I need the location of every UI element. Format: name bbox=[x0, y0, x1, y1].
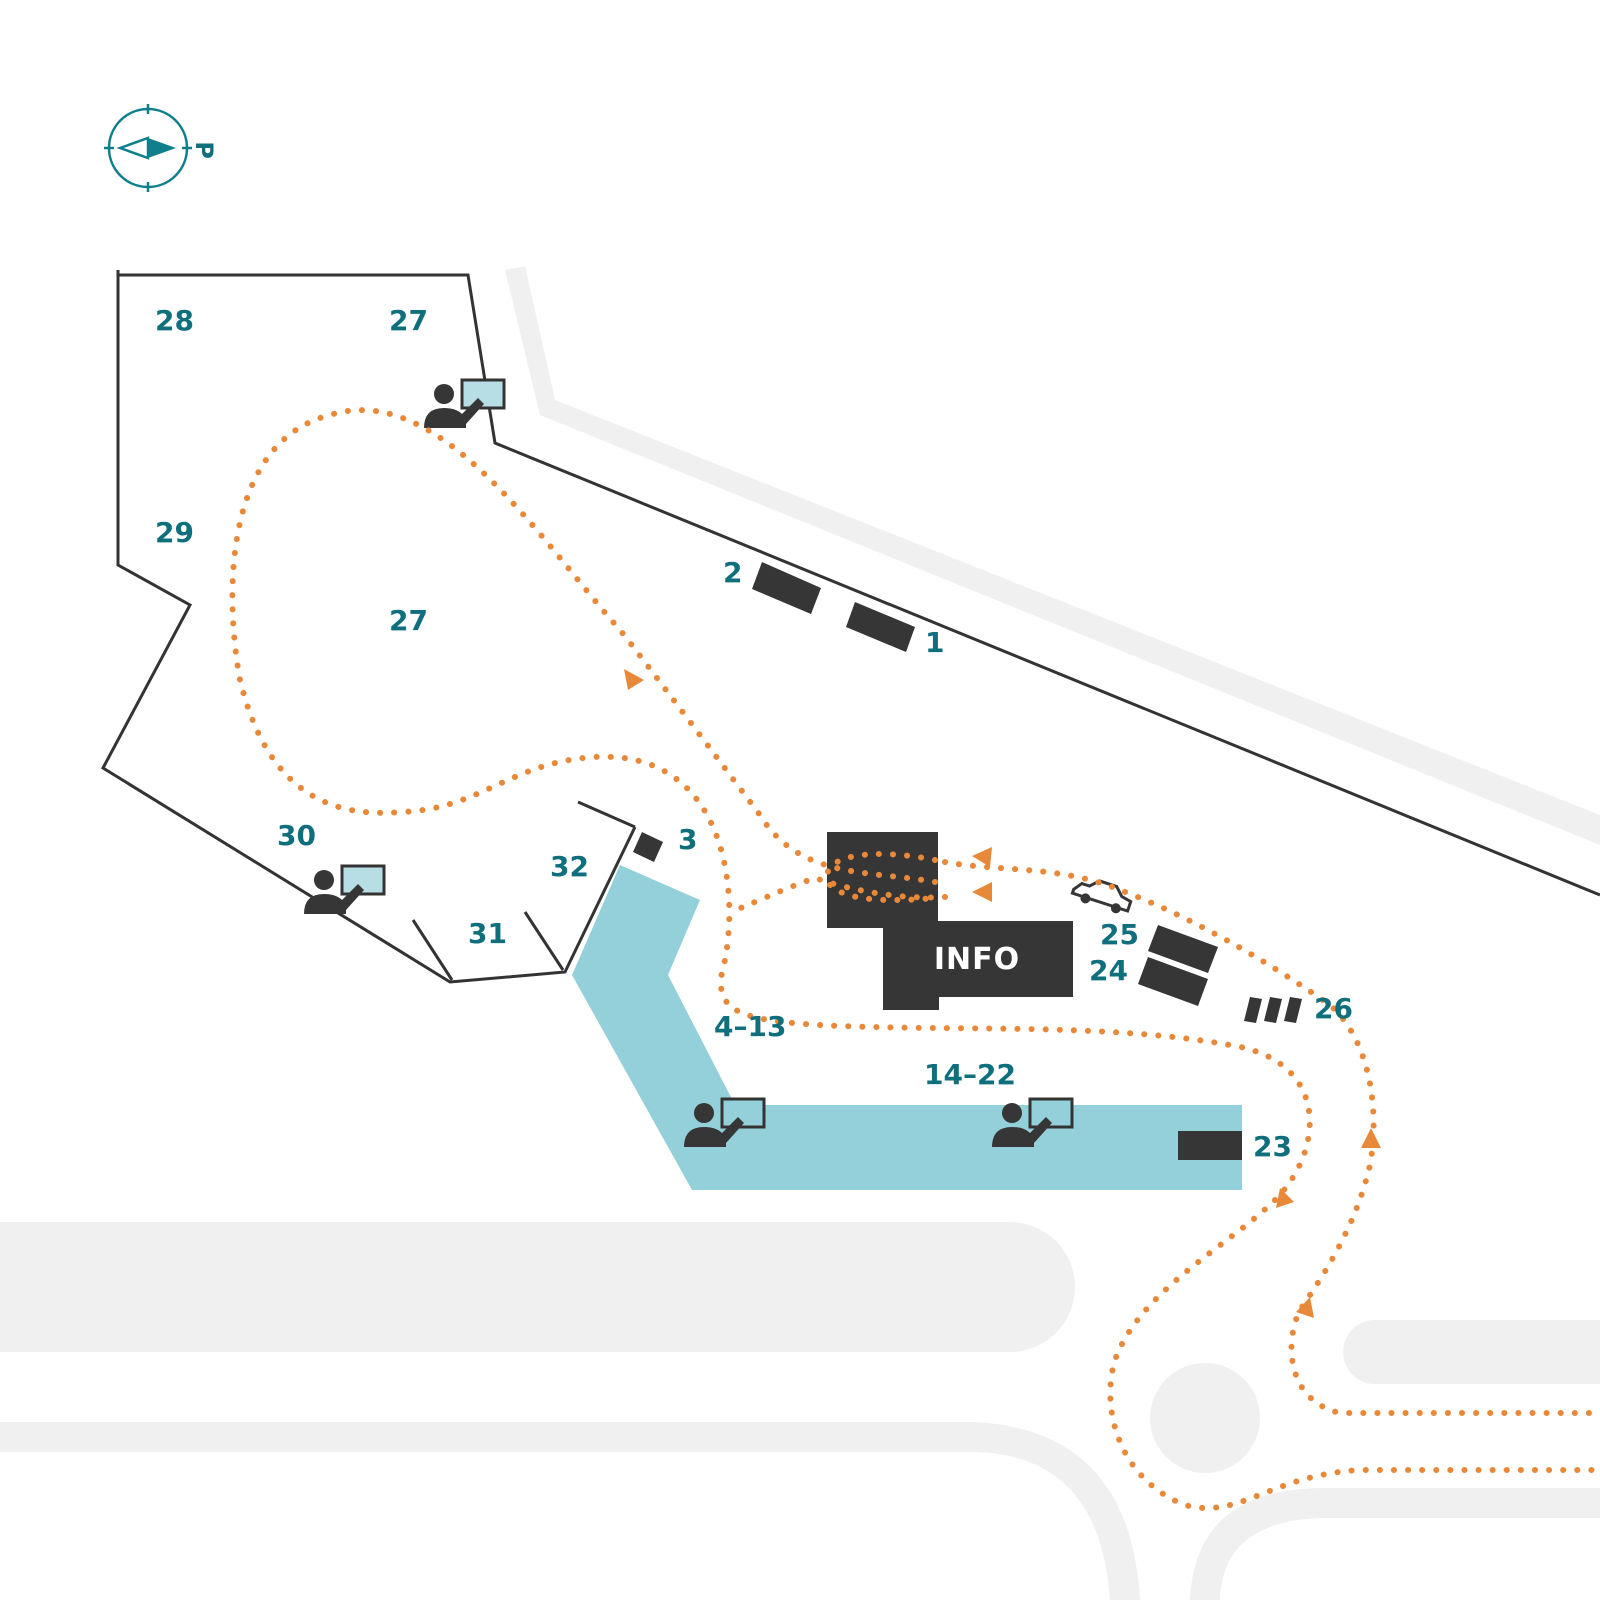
route-info-east bbox=[942, 859, 1600, 1416]
person-at-screen-icon bbox=[302, 864, 386, 916]
block-25 bbox=[1148, 925, 1218, 973]
route-arrow-icon bbox=[972, 847, 992, 867]
block-26b bbox=[1264, 997, 1282, 1023]
route-arrow-icon bbox=[972, 882, 992, 902]
route-arrows bbox=[624, 669, 1381, 1318]
compass-icon bbox=[104, 104, 192, 192]
label-24: 24 bbox=[1089, 954, 1128, 987]
outline-top bbox=[118, 273, 1600, 897]
label-29: 29 bbox=[155, 516, 194, 549]
label-27-mid: 27 bbox=[389, 604, 428, 637]
label-32: 32 bbox=[550, 850, 589, 883]
route-arrow-icon bbox=[1276, 1188, 1294, 1208]
block-2 bbox=[752, 562, 821, 614]
block-3 bbox=[633, 832, 663, 862]
outline-32-wall bbox=[577, 800, 636, 829]
block-23 bbox=[1178, 1131, 1242, 1160]
label-23: 23 bbox=[1253, 1130, 1292, 1163]
area-outline bbox=[101, 270, 1600, 984]
wall-31-left bbox=[411, 919, 454, 981]
label-14-22: 14–22 bbox=[924, 1058, 1016, 1091]
block-26c bbox=[1284, 997, 1302, 1023]
route-arrow-icon bbox=[1361, 1128, 1381, 1148]
road-main bbox=[0, 1222, 1075, 1352]
route-info-loop bbox=[824, 851, 938, 904]
wall-31-right bbox=[523, 911, 565, 971]
area-labels: 28 27 29 27 2 1 30 3 32 31 25 24 26 4–13… bbox=[155, 304, 1353, 1163]
car-icon bbox=[1070, 879, 1133, 914]
outline-main bbox=[101, 270, 637, 984]
label-31: 31 bbox=[468, 917, 507, 950]
road-right-stub bbox=[1343, 1320, 1600, 1384]
label-27-top: 27 bbox=[389, 304, 428, 337]
info-label: INFO bbox=[934, 942, 1020, 977]
route-info-west bbox=[732, 874, 948, 913]
road-diagonal bbox=[505, 266, 1600, 845]
roundabout-island bbox=[1150, 1363, 1260, 1473]
roads bbox=[0, 266, 1600, 1600]
block-1 bbox=[846, 602, 915, 652]
label-30: 30 bbox=[277, 819, 316, 852]
compass-letter: P bbox=[190, 141, 218, 159]
buildings bbox=[633, 562, 1302, 1160]
block-24 bbox=[1138, 957, 1208, 1006]
label-3: 3 bbox=[678, 823, 697, 856]
route-arrow-icon bbox=[1296, 1297, 1314, 1318]
walking-route bbox=[229, 407, 1600, 1512]
block-26a bbox=[1244, 997, 1262, 1023]
label-1: 1 bbox=[925, 626, 944, 659]
label-28: 28 bbox=[155, 304, 194, 337]
label-26: 26 bbox=[1314, 992, 1353, 1025]
road-lower-curve bbox=[0, 1422, 1140, 1600]
label-4-13: 4–13 bbox=[714, 1010, 786, 1043]
road-bottom-right bbox=[1190, 1488, 1600, 1600]
label-25: 25 bbox=[1100, 918, 1139, 951]
route-arrow-icon bbox=[624, 669, 644, 690]
info-building bbox=[827, 832, 1073, 1010]
label-2: 2 bbox=[723, 556, 742, 589]
